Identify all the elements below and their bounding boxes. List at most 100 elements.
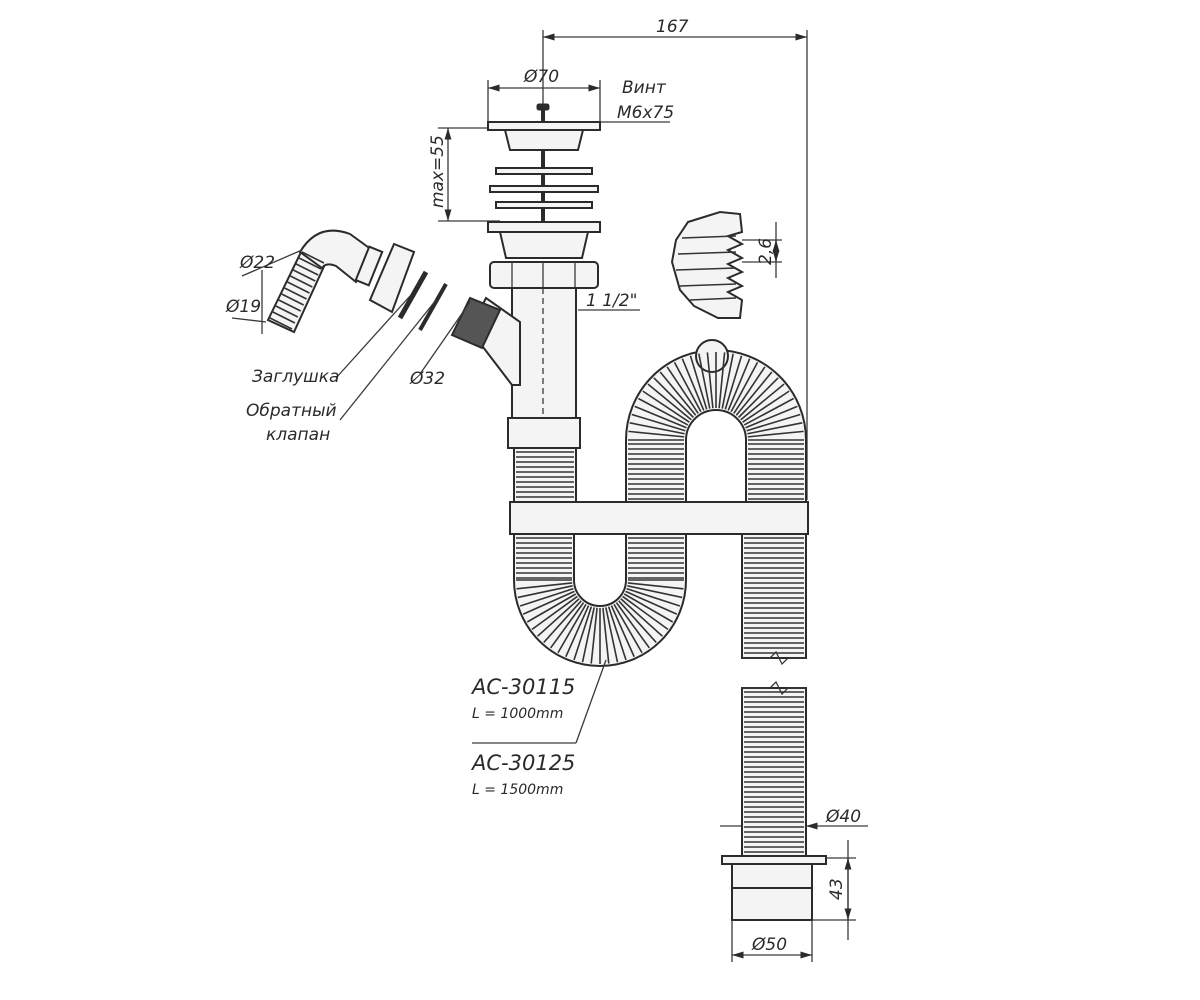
hose-rib <box>622 595 669 631</box>
corrugation-detail: 2,6 <box>670 210 782 319</box>
hose-rib <box>746 413 801 432</box>
hose-rib <box>743 397 794 426</box>
hose-rib <box>747 422 803 435</box>
model-2-name: AC-30125 <box>470 751 575 775</box>
hose-rib <box>522 590 575 615</box>
dimension-overall-width: 167 <box>542 17 808 500</box>
hose-rib <box>618 600 657 643</box>
dim-40: Ø40 <box>825 807 861 827</box>
check-valve-label-1: Обратный <box>246 401 337 421</box>
hose-rib <box>602 607 610 664</box>
check-valve-label-2: клапан <box>266 425 330 445</box>
model-1-name: AC-30115 <box>470 675 575 699</box>
dimension-outlet-diameter: Ø70 <box>487 67 601 128</box>
hose-rib <box>543 600 582 643</box>
hose-rib <box>526 593 577 623</box>
hose-rib <box>742 390 790 423</box>
check-valve-callout: Обратный клапан <box>246 299 437 445</box>
hose-rib <box>673 362 702 413</box>
hose-rib <box>625 590 678 615</box>
dim-19: Ø19 <box>225 297 261 317</box>
hose-rib <box>581 607 595 663</box>
hose-rib <box>638 397 689 426</box>
hose-corrugation <box>516 352 804 853</box>
hose-rib <box>740 383 785 421</box>
hose-rib <box>733 366 766 414</box>
screw-label: Винт <box>622 78 667 98</box>
hose-rib <box>607 606 627 661</box>
hose-rib <box>613 603 643 654</box>
model-2-length: L = 1500mm <box>472 782 563 798</box>
dimension-d40: Ø40 <box>720 807 868 830</box>
stub-rib <box>298 257 322 270</box>
stub-rib <box>281 293 304 306</box>
screw-callout: Винт M6x75 <box>551 78 674 123</box>
plug-label: Заглушка <box>252 367 339 387</box>
stub-rib <box>290 275 313 288</box>
dim-22: Ø22 <box>239 253 275 273</box>
hose-rib <box>531 595 578 631</box>
hose-rib <box>628 430 685 438</box>
side-fitting <box>266 229 448 334</box>
hose-rib <box>629 422 685 435</box>
hose-rib <box>615 602 651 649</box>
model-callout: AC-30115 L = 1000mm AC-30125 L = 1500mm <box>470 659 607 798</box>
hose-rib <box>735 371 773 416</box>
hose-rib <box>605 607 619 663</box>
hose-rib <box>724 355 743 410</box>
hose-rib <box>565 605 590 658</box>
dimension-max-height: max=55 <box>428 127 500 222</box>
hose-rib <box>689 355 708 410</box>
hose-rib <box>627 585 683 599</box>
hose-rib <box>620 598 663 637</box>
hose-rib <box>738 377 779 418</box>
stub-corrugation <box>269 251 325 330</box>
hose-rib <box>517 585 573 599</box>
stub-rib <box>295 263 319 276</box>
thread-callout: 1 1/2" <box>578 291 640 311</box>
stub-rib <box>275 305 299 318</box>
stub-rib <box>269 317 293 330</box>
hose-rib <box>659 371 697 416</box>
drain-grid-assembly <box>487 103 601 289</box>
hose-rib <box>634 405 687 429</box>
hose-rib <box>721 353 734 409</box>
hose-rib <box>610 605 635 658</box>
hose-rib <box>537 598 580 637</box>
hose-rib <box>681 358 705 411</box>
hose-rib <box>730 362 759 413</box>
stub-rib <box>284 287 307 300</box>
stub-rib <box>292 269 316 282</box>
hose-rib <box>653 377 694 418</box>
stub-rib <box>301 251 325 264</box>
stub-rib <box>287 281 310 294</box>
hose-rib <box>747 430 804 438</box>
hose-rib <box>590 607 598 664</box>
hose-rib <box>557 603 587 654</box>
hose-rib <box>727 358 751 411</box>
hose-rib <box>516 582 573 590</box>
dim-thread: 1 1/2" <box>586 291 637 311</box>
stub-rib <box>272 311 296 324</box>
dimension-end-height: 43 <box>812 840 856 940</box>
hose-rib <box>623 593 674 623</box>
dim-32: Ø32 <box>409 369 445 389</box>
hose-rib <box>666 366 699 414</box>
dim-43: 43 <box>827 878 847 900</box>
plug-callout: Заглушка <box>252 295 411 387</box>
outlet-end <box>721 855 827 921</box>
hose-rib <box>706 352 714 409</box>
dim-50: Ø50 <box>751 935 787 955</box>
hose-rib <box>626 587 681 607</box>
dim-70: Ø70 <box>523 67 559 87</box>
dim-pitch: 2,6 <box>756 238 776 265</box>
hose-rib <box>642 390 690 423</box>
hose-rib <box>549 602 585 649</box>
dimension-d50: Ø50 <box>731 920 813 962</box>
hose-rib <box>631 413 686 432</box>
hose-rib <box>647 383 692 421</box>
dim-max55: max=55 <box>428 135 448 208</box>
dim-167: 167 <box>656 17 689 37</box>
hose-rib <box>627 582 684 590</box>
